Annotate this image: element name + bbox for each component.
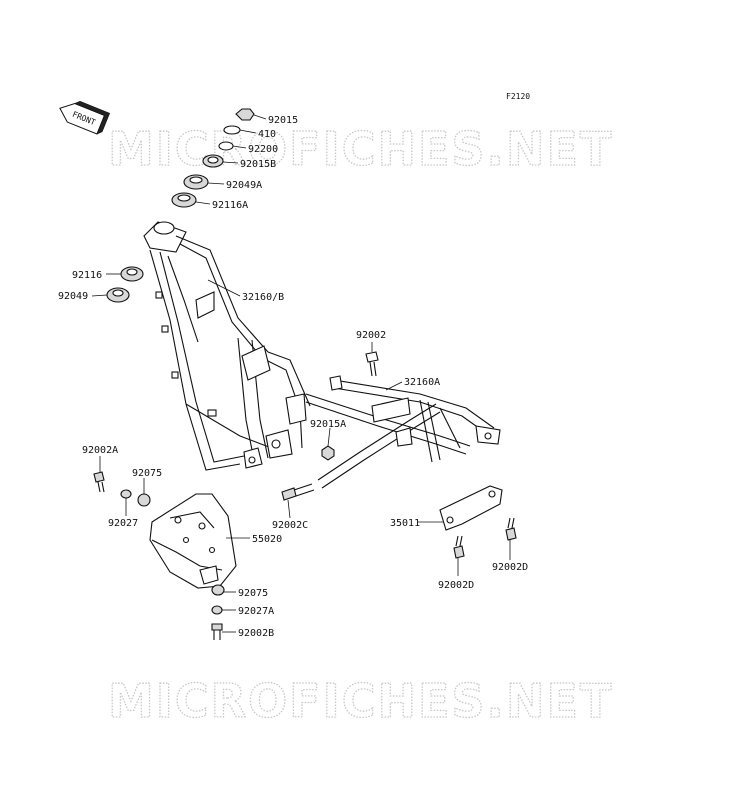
label-92002c: 92002C	[272, 520, 308, 531]
leader-lines	[91, 114, 511, 633]
label-92002a: 92002A	[82, 445, 118, 456]
bolt-92002c-icon	[281, 483, 315, 501]
steering-stack	[171, 108, 255, 208]
label-32160a: 32160A	[404, 377, 440, 388]
rear-subframe-icon	[305, 375, 501, 489]
label-92049a: 92049A	[226, 180, 262, 191]
bolt-92002d-right-icon	[505, 517, 517, 541]
washer-410-icon	[223, 125, 241, 135]
label-92015: 92015	[268, 115, 298, 126]
washer-92200-icon	[218, 141, 234, 151]
label-92027: 92027	[108, 518, 138, 529]
bolt-92002d-left-icon	[453, 535, 465, 559]
label-92075-top: 92075	[132, 468, 162, 479]
bolt-92002b-icon	[211, 623, 223, 640]
label-92002: 92002	[356, 330, 386, 341]
front-arrow-icon: FRONT	[59, 100, 111, 135]
watermark-top: MICROFICHES.NET	[108, 122, 613, 176]
label-92027a: 92027A	[238, 606, 274, 617]
label-92049: 92049	[58, 291, 88, 302]
nut-92015-icon	[235, 108, 255, 121]
label-92015a: 92015A	[310, 419, 346, 430]
damper-92075-bottom-icon	[211, 584, 225, 596]
skid-plate-icon	[149, 493, 237, 589]
label-92075-bottom: 92075	[238, 588, 268, 599]
label-92002d-left: 92002D	[438, 580, 474, 591]
label-92002d-right: 92002D	[492, 562, 528, 573]
label-55020: 55020	[252, 534, 282, 545]
bracket-35011-icon	[439, 485, 503, 531]
collar-92027-icon	[120, 489, 132, 499]
label-92116: 92116	[72, 270, 102, 281]
label-35011: 35011	[390, 518, 420, 529]
watermark-bottom: MICROFICHES.NET	[108, 674, 613, 728]
label-92200: 92200	[248, 144, 278, 155]
bolt-92002-icon	[365, 351, 379, 377]
label-92116a: 92116A	[212, 200, 248, 211]
main-frame-icon	[143, 221, 311, 471]
label-92015b: 92015B	[240, 159, 276, 170]
label-410: 410	[258, 129, 276, 140]
label-92002b: 92002B	[238, 628, 274, 639]
damper-92075-top-icon	[137, 493, 151, 507]
collar-92027a-icon	[211, 605, 223, 615]
label-32160b: 32160/B	[242, 292, 284, 303]
diagram-code: F2120	[506, 92, 530, 101]
bolt-92002a-icon	[93, 471, 105, 493]
nut-92015a-icon	[321, 445, 335, 461]
